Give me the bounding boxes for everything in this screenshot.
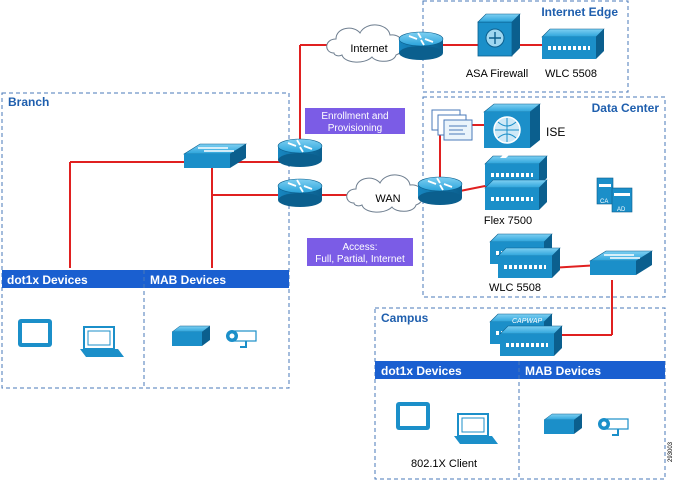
asa-firewall-icon <box>477 13 521 57</box>
branch-tablet-icon <box>18 319 52 347</box>
branch-title: Branch <box>8 95 49 109</box>
ad-ca-server-icon <box>596 177 633 213</box>
asa-firewall-label: ASA Firewall <box>466 68 528 80</box>
campus-mab-device-icon <box>543 413 583 435</box>
wlc-edge-icon <box>540 27 606 61</box>
branch-router-wan-icon <box>277 178 323 208</box>
flex-7500-label: Flex 7500 <box>484 215 532 227</box>
campus-tablet-icon <box>396 402 430 430</box>
figure-id: 293003 <box>668 441 674 462</box>
access-callout-line2: Full, Partial, Internet <box>315 254 405 265</box>
wlc-dc-label: WLC 5508 <box>489 282 541 294</box>
branch-router-internet-icon <box>277 138 323 168</box>
branch-mab-title: MAB Devices <box>150 273 226 287</box>
flex-7500-icon <box>483 150 549 212</box>
campus-mab-title: MAB Devices <box>525 364 601 378</box>
dc-router-icon <box>417 176 463 206</box>
certificates-icon <box>431 109 473 141</box>
ca-label: CA <box>600 199 608 205</box>
wan-label: WAN <box>375 193 400 205</box>
ad-label: AD <box>617 207 626 213</box>
branch-laptop-icon <box>79 326 125 358</box>
enrollment-callout-line2: Provisioning <box>328 123 382 134</box>
campus-region <box>374 307 666 480</box>
branch-mab-device-icon <box>171 325 211 347</box>
dc-switch-icon <box>589 250 653 276</box>
branch-dot1x-title: dot1x Devices <box>7 273 88 287</box>
client-label: 802.1X Client <box>411 458 477 470</box>
campus-ip-camera-icon <box>597 417 629 436</box>
wlc-edge-label: WLC 5508 <box>545 68 597 80</box>
campus-title: Campus <box>381 311 429 325</box>
internet-label: Internet <box>350 43 387 55</box>
internet-edge-title: Internet Edge <box>541 5 618 19</box>
branch-region <box>1 92 290 389</box>
campus-panel-bar <box>375 361 665 379</box>
branch-switch-icon <box>183 143 247 169</box>
edge-router-icon <box>398 31 444 61</box>
ise-label: ISE <box>546 125 565 139</box>
enrollment-callout-line1: Enrollment and <box>321 111 388 122</box>
ise-server-icon <box>483 103 541 148</box>
branch-panel-bar <box>2 270 289 288</box>
capwap-label: CAPWAP <box>512 318 543 325</box>
enrollment-callout <box>305 108 405 134</box>
access-callout <box>307 238 413 266</box>
data-center-title: Data Center <box>592 101 660 115</box>
access-callout-line1: Access: <box>342 242 377 253</box>
branch-ip-camera-icon <box>225 329 257 348</box>
campus-laptop-icon <box>453 413 499 445</box>
wlc-dc-icon <box>488 232 562 280</box>
campus-dot1x-title: dot1x Devices <box>381 364 462 378</box>
